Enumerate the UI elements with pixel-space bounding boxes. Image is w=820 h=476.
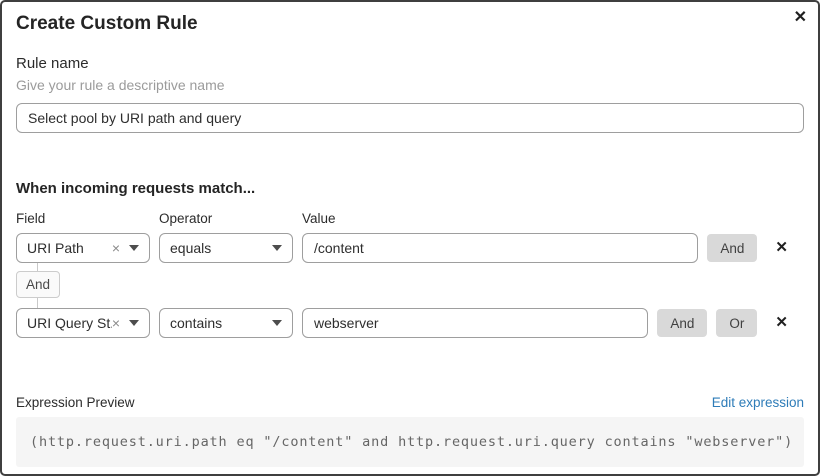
expression-header: Expression Preview Edit expression <box>16 394 804 411</box>
field-select-1-value: URI Path <box>27 240 84 256</box>
close-icon[interactable]: ✕ <box>793 9 807 26</box>
and-button-row2[interactable]: And <box>657 309 708 337</box>
operator-select-1-value: equals <box>170 240 212 256</box>
chevron-down-icon <box>129 320 139 326</box>
field-select-1[interactable]: URI Path × <box>16 233 150 263</box>
or-button-row2[interactable]: Or <box>716 309 758 337</box>
field-select-2[interactable]: URI Query St... × <box>16 308 150 338</box>
value-column-label: Value <box>302 211 336 226</box>
rule-name-input[interactable] <box>16 103 804 133</box>
rule-name-helper: Give your rule a descriptive name <box>16 77 225 93</box>
condition-connector: And <box>16 263 804 308</box>
expression-code: (http.request.uri.path eq "/content" and… <box>30 434 794 450</box>
connector-and-badge: And <box>16 271 60 298</box>
chevron-down-icon <box>272 320 282 326</box>
edit-expression-link[interactable]: Edit expression <box>711 395 804 410</box>
field-select-2-value: URI Query St... <box>27 315 112 331</box>
chevron-down-icon <box>129 245 139 251</box>
match-section-heading: When incoming requests match... <box>16 180 256 197</box>
dialog-title: Create Custom Rule <box>16 13 198 34</box>
connector-line <box>37 263 38 271</box>
operator-column-label: Operator <box>159 211 213 226</box>
operator-select-1[interactable]: equals <box>159 233 293 263</box>
operator-select-2[interactable]: contains <box>159 308 293 338</box>
condition-row-2: URI Query St... × contains And Or ✕ <box>16 308 804 338</box>
clear-icon[interactable]: × <box>111 315 120 331</box>
expression-preview-label: Expression Preview <box>16 395 135 410</box>
and-button-row1[interactable]: And <box>707 234 758 262</box>
field-column-label: Field <box>16 211 46 226</box>
condition-row-1: URI Path × equals And ✕ <box>16 233 804 263</box>
value-input-2[interactable] <box>302 308 649 338</box>
value-input-1[interactable] <box>302 233 699 263</box>
connector-line <box>37 298 38 308</box>
chevron-down-icon <box>272 245 282 251</box>
condition-column-labels: Field Operator Value <box>16 211 804 227</box>
rule-name-label: Rule name <box>16 55 89 72</box>
clear-icon[interactable]: × <box>111 240 120 256</box>
expression-preview-block: (http.request.uri.path eq "/content" and… <box>16 417 804 467</box>
delete-row-icon[interactable]: ✕ <box>775 239 788 256</box>
delete-row-icon[interactable]: ✕ <box>775 314 788 331</box>
operator-select-2-value: contains <box>170 315 223 331</box>
